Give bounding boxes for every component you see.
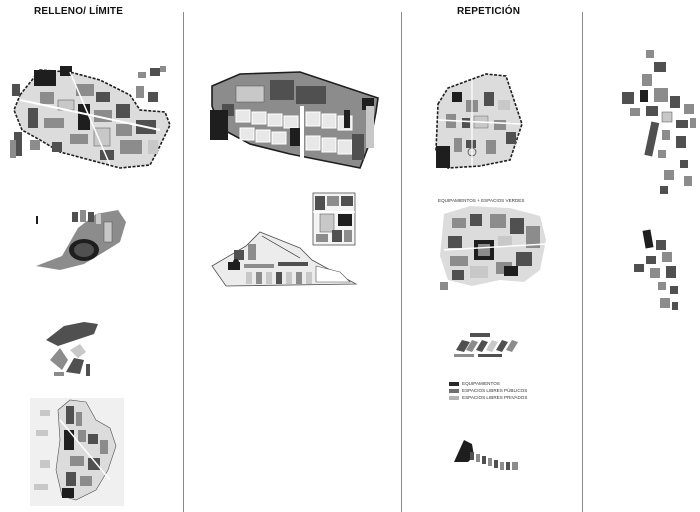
legend-swatch: [449, 395, 459, 400]
plan-stadium-ring: [36, 210, 126, 270]
plan-repeticion-outline: [435, 73, 523, 169]
legend-label: ESPACIOS LIBRES PRIVADOS: [462, 395, 528, 400]
column-divider-1: [183, 12, 184, 512]
plan-equipamientos-espacios-verdes: [440, 206, 547, 290]
legend-label: EQUIPAMIENTOS: [462, 381, 500, 386]
plan-superblock-grid: [210, 71, 379, 169]
plan-dense-infill: [30, 398, 124, 506]
column-divider-3: [582, 12, 583, 512]
plan-small-band: [454, 333, 518, 357]
plan-comb-strip: [454, 440, 518, 470]
legend-item-espacios-publicos: ESPACIOS LIBRES PÚBLICOS: [449, 388, 527, 393]
legend-label: ESPACIOS LIBRES PÚBLICOS: [462, 388, 528, 393]
plan-scattered-blocks-south: [634, 229, 678, 310]
plan-scattered-blocks-north: [622, 50, 696, 194]
legend-swatch: [449, 381, 459, 386]
legend-item-equipamientos: EQUIPAMIENTOS: [449, 381, 500, 386]
plan-block-detail: [312, 192, 356, 246]
column-divider-2: [401, 12, 402, 512]
heading-relleno-limite: RELLENO/ LÍMITE: [34, 6, 124, 17]
plan-triangular-district: [211, 231, 358, 287]
caption-equipamientos: EQUIPAMIENTOS + ESPACIOS VERDES: [438, 198, 525, 203]
plan-fragments: [46, 322, 98, 376]
legend-item-espacios-privados: ESPACIOS LIBRES PRIVADOS: [449, 395, 527, 400]
legend-swatch: [449, 388, 459, 393]
heading-repeticion: REPETICIÓN: [457, 6, 521, 17]
plan-relleno-district: [10, 66, 171, 169]
